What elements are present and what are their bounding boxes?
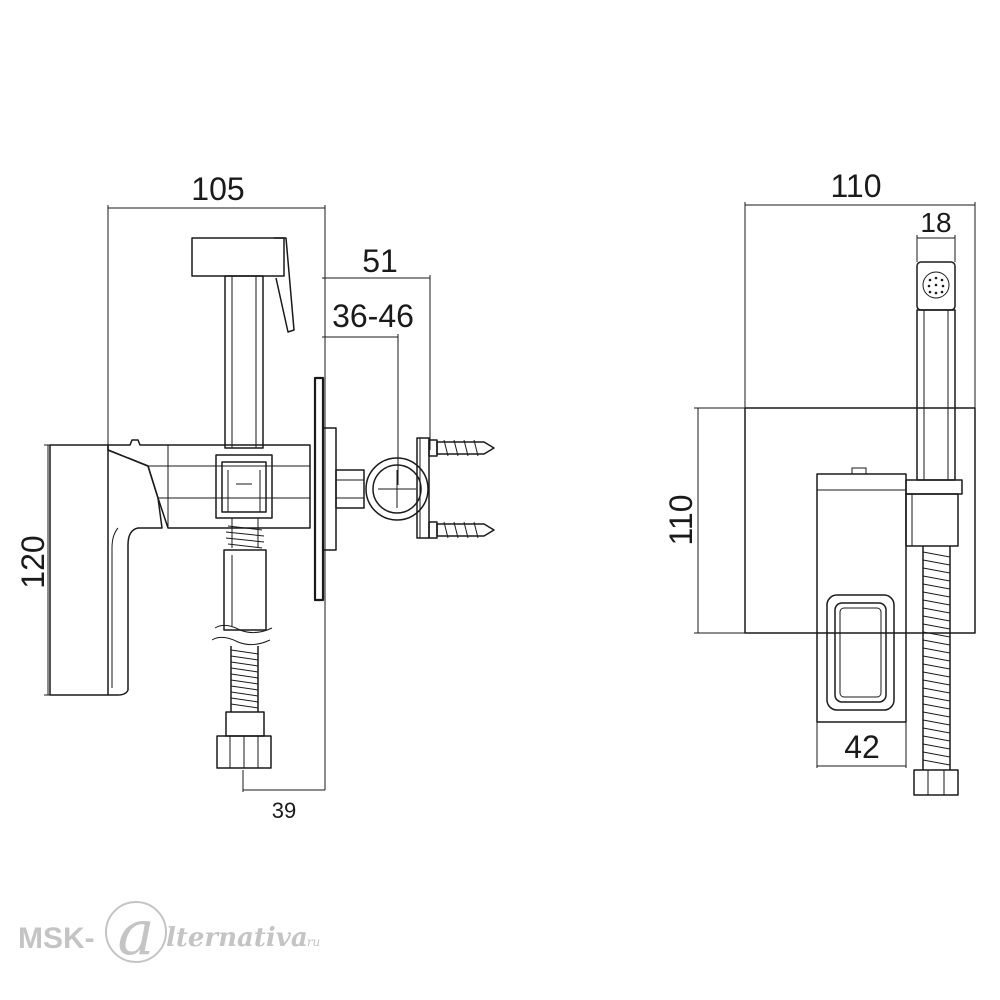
dim-label-42: 42 [844, 729, 880, 765]
mounting-screw-top [428, 439, 495, 457]
flexible-hose [230, 646, 259, 712]
dim-label-51: 51 [362, 243, 398, 279]
dim-label-18: 18 [920, 207, 951, 238]
watermark-logo: MSK- a lternativa .ru [18, 896, 320, 969]
dim-label-36-46: 36-46 [332, 298, 414, 334]
dimension-42: 42 [816, 722, 907, 768]
hex-nut-front [913, 769, 959, 796]
holder-connector-front [905, 479, 963, 547]
lever-handle-front [826, 594, 895, 711]
dim-label-105: 105 [191, 171, 244, 207]
shower-head [191, 237, 295, 449]
dimension-110-width: 110 [744, 168, 976, 408]
dim-label-110-height: 110 [663, 494, 699, 545]
hex-nut [216, 711, 272, 769]
dimension-110-height: 110 [663, 407, 745, 634]
mixer-body [107, 439, 311, 529]
spray-holes [927, 276, 945, 295]
hose-holder-connector [215, 454, 273, 519]
front-view: 110 18 110 42 [663, 168, 976, 796]
watermark-suffix: lternativa [166, 923, 308, 953]
flexible-hose-front [922, 546, 951, 770]
dim-label-120: 120 [15, 535, 51, 588]
dimension-18: 18 [916, 207, 956, 262]
wall-plate [744, 407, 976, 634]
watermark-prefix: MSK- [18, 922, 95, 955]
dimension-36-46: 36-46 [322, 298, 414, 485]
wall-holder [335, 437, 430, 539]
lever-handle [49, 444, 163, 696]
watermark-domain: .ru [303, 935, 320, 949]
shower-head-front [916, 261, 956, 481]
lower-pipe [211, 549, 273, 646]
dimension-120: 120 [15, 444, 112, 696]
dim-label-39: 39 [272, 798, 296, 823]
dim-label-110-width: 110 [830, 168, 881, 204]
watermark-initial: a [118, 896, 155, 969]
dimension-105: 105 [107, 171, 326, 790]
watermark-ring [105, 901, 167, 963]
mixer-body-front [816, 467, 907, 723]
dimension-39: 39 [242, 770, 325, 823]
threaded-stub [225, 518, 265, 549]
side-view: 105 51 36-46 120 39 [15, 171, 495, 823]
dimension-51: 51 [322, 243, 431, 450]
mounting-screw-bottom [428, 521, 495, 539]
